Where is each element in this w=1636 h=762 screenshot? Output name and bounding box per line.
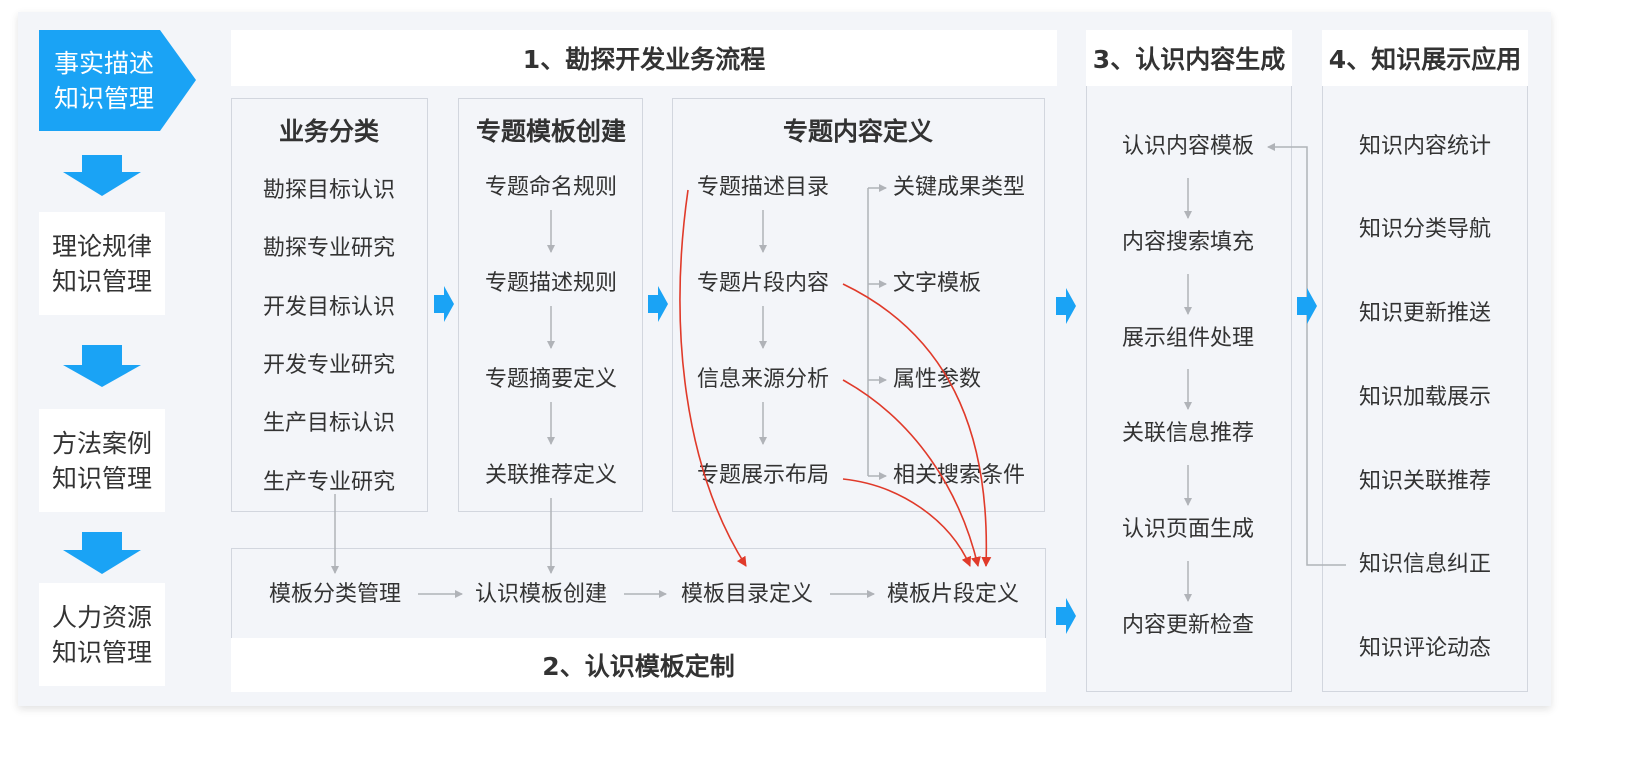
down-arrow-icon — [63, 345, 141, 387]
mapping-curve — [679, 189, 747, 567]
generate-item: 内容更新检查 — [1121, 613, 1255, 638]
template-item: 专题命名规则 — [484, 175, 618, 200]
generate-item: 内容搜索填充 — [1121, 230, 1255, 255]
stage-label: 人力资源 知识管理 — [51, 602, 152, 667]
template-item: 专题描述规则 — [484, 271, 618, 296]
app-item: 知识加载展示 — [1358, 385, 1492, 410]
content-box — [672, 98, 1045, 512]
template-title: 专题模板创建 — [475, 117, 627, 146]
app-item: 知识信息纠正 — [1358, 552, 1492, 577]
generate-item: 展示组件处理 — [1121, 326, 1255, 351]
custom-item: 模板目录定义 — [680, 582, 814, 607]
section2-footer: 2、认识模板定制 — [231, 638, 1046, 692]
business-item: 生产专业研究 — [262, 470, 396, 495]
section3-header: 3、认识内容生成 — [1086, 30, 1292, 86]
content-type-item: 文字模板 — [893, 271, 982, 296]
section4-title: 4、知识展示应用 — [1328, 45, 1522, 74]
stage-label: 事实描述 知识管理 — [53, 48, 154, 113]
section1-title: 1、勘探开发业务流程 — [522, 45, 766, 74]
stage-label: 方法案例 知识管理 — [51, 428, 152, 493]
content-item: 信息来源分析 — [696, 367, 830, 392]
content-item: 专题片段内容 — [696, 271, 830, 296]
mapping-curve — [842, 283, 992, 567]
app-item: 知识更新推送 — [1358, 301, 1492, 326]
content-item: 专题展示布局 — [696, 463, 830, 488]
section1-header: 1、勘探开发业务流程 — [231, 30, 1057, 86]
content-item: 专题描述目录 — [696, 175, 830, 200]
business-item: 生产目标认识 — [262, 411, 396, 436]
section3-box — [1086, 86, 1292, 692]
section4-header: 4、知识展示应用 — [1322, 30, 1528, 86]
down-arrow-icon — [63, 155, 141, 196]
stage-hr[interactable]: 人力资源 知识管理 — [39, 583, 165, 686]
business-item: 开发专业研究 — [262, 353, 396, 378]
section4-box — [1322, 86, 1528, 692]
right-arrow-icon — [648, 286, 668, 322]
diagram-panel — [18, 12, 1551, 706]
generate-item: 认识内容模板 — [1121, 134, 1255, 159]
template-item: 专题摘要定义 — [484, 367, 618, 392]
business-title: 业务分类 — [278, 117, 380, 146]
business-item: 勘探目标认识 — [262, 178, 396, 203]
custom-item: 模板分类管理 — [268, 582, 402, 607]
mapping-curve — [842, 478, 971, 567]
right-arrow-icon — [434, 286, 454, 322]
generate-item: 关联信息推荐 — [1121, 421, 1255, 446]
custom-item: 模板片段定义 — [886, 582, 1020, 607]
section3-title: 3、认识内容生成 — [1092, 45, 1286, 74]
app-item: 知识内容统计 — [1358, 134, 1492, 159]
content-title: 专题内容定义 — [782, 117, 934, 146]
stage-method[interactable]: 方法案例 知识管理 — [39, 409, 165, 512]
down-arrow-icon — [63, 532, 141, 574]
content-type-item: 相关搜索条件 — [893, 463, 1026, 488]
app-item: 知识分类导航 — [1358, 217, 1492, 242]
right-arrow-icon — [1297, 288, 1317, 324]
business-item: 勘探专业研究 — [262, 236, 396, 261]
active-stage-pentagon — [39, 30, 196, 131]
stage-label: 理论规律 知识管理 — [51, 231, 152, 296]
right-arrow-icon — [1056, 288, 1076, 324]
mapping-curve — [842, 379, 981, 567]
content-type-item: 关键成果类型 — [893, 175, 1026, 200]
feedback-connector — [1267, 143, 1346, 566]
stage-theory[interactable]: 理论规律 知识管理 — [39, 212, 165, 315]
business-box — [231, 98, 428, 512]
business-item: 开发目标认识 — [262, 295, 396, 320]
section2-box — [231, 548, 1046, 638]
stage-active[interactable]: 事实描述 知识管理 — [39, 30, 169, 131]
section2-title: 2、认识模板定制 — [542, 652, 735, 681]
template-item: 关联推荐定义 — [484, 463, 618, 488]
app-item: 知识评论动态 — [1358, 636, 1492, 661]
custom-item: 认识模板创建 — [474, 582, 608, 607]
app-item: 知识关联推荐 — [1358, 469, 1492, 494]
right-arrow-icon — [1056, 598, 1076, 634]
content-type-item: 属性参数 — [893, 367, 982, 392]
generate-item: 认识页面生成 — [1121, 517, 1255, 542]
